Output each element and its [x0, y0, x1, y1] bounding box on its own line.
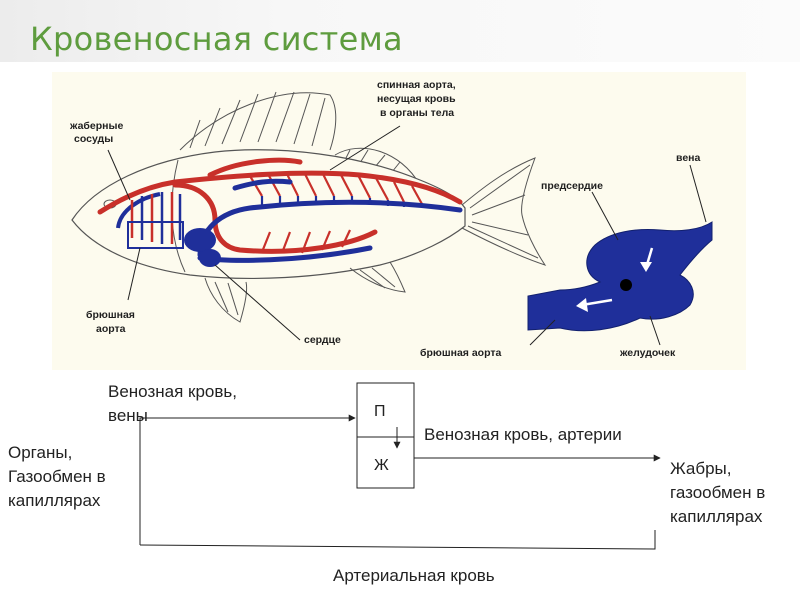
organs-label-1: Органы,	[8, 443, 72, 462]
slide-title: Кровеносная система	[30, 20, 403, 58]
header-band	[0, 0, 800, 62]
fish-heart	[184, 228, 221, 267]
label-vein: вена	[676, 152, 700, 164]
label-ventral-aorta: брюшная аорта	[420, 347, 502, 359]
atrium-box-label: П	[374, 403, 386, 420]
tail-fin	[461, 157, 547, 266]
label-ventral-aorta-fish-1: брюшная	[86, 309, 135, 321]
label-dorsal-aorta-3: в органы тела	[380, 107, 454, 119]
ventricle-box-label: Ж	[374, 457, 389, 474]
label-ventral-aorta-fish-2: аорта	[96, 323, 126, 335]
gills-label-3: капиллярах	[670, 507, 763, 526]
label-atrium: предсердие	[541, 180, 603, 192]
label-ventricle: желудочек	[619, 347, 676, 359]
leader-lines	[107, 125, 401, 341]
gill-vessels	[116, 192, 184, 249]
heart-leader-lines	[529, 164, 707, 346]
organs-label-3: капиллярах	[8, 491, 101, 510]
label-heart: сердце	[304, 334, 341, 346]
arterial-line	[139, 530, 656, 550]
heart-detail: вена предсердие брюшная аорта желудочек	[420, 152, 713, 359]
atrium-box	[356, 382, 415, 489]
fish-drawing: жаберные сосуды спинная аорта, несущая к…	[69, 79, 547, 346]
label-gill-vessels-2: сосуды	[74, 133, 113, 145]
heart-shape	[527, 221, 713, 332]
organs-label-2: Газообмен в	[8, 467, 106, 486]
label-dorsal-aorta-1: спинная аорта,	[377, 79, 456, 91]
gills-label-2: газообмен в	[670, 483, 765, 502]
gills-label-1: Жабры,	[670, 459, 731, 478]
venous-blood-arteries: Венозная кровь, артерии	[424, 425, 622, 444]
label-gill-vessels-1: жаберные	[69, 120, 123, 132]
artery-ribs	[249, 171, 423, 254]
arteries	[97, 157, 463, 254]
venous-blood-veins-2: вены	[108, 406, 148, 425]
vein-ribs	[260, 196, 406, 208]
arterial-blood: Артериальная кровь	[333, 566, 495, 585]
label-dorsal-aorta-2: несущая кровь	[377, 93, 456, 105]
lower-fins	[204, 261, 406, 323]
flow-scheme: П Ж Венозная кровь, вены Органы, Газообм…	[8, 382, 765, 585]
veins-line	[139, 414, 356, 424]
dorsal-fin	[179, 91, 421, 186]
venous-blood-veins-1: Венозная кровь,	[108, 382, 237, 401]
